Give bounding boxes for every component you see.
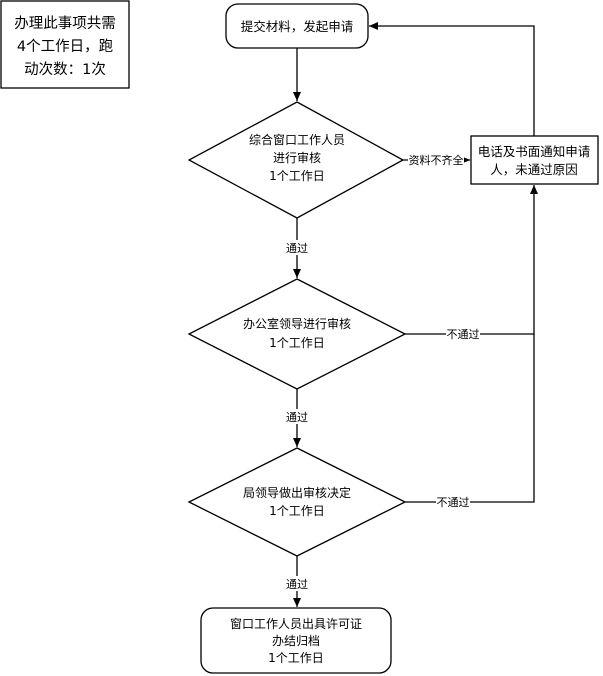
edge-review2-to-notify — [405, 185, 538, 335]
review3-line-1: 局领导做出审核决定 — [243, 485, 351, 500]
end-line-1: 窗口工作人员出具许可证 — [230, 617, 362, 631]
summary-note-line-1: 办理此事项共需 — [14, 15, 116, 32]
end-node: 窗口工作人员出具许可证 办结归档 1个工作日 — [200, 607, 392, 674]
review3-decision: 局领导做出审核决定 1个工作日 — [187, 447, 407, 557]
summary-note-line-2: 4个工作日，跑 — [17, 38, 113, 55]
notify-line-2: 人，未通过原因 — [490, 162, 578, 177]
start-node: 提交材料，发起申请 — [225, 3, 369, 49]
edge-label-bg-pass1 — [284, 240, 310, 255]
review1-line-3: 1个工作日 — [269, 169, 325, 183]
edge-label-pass3: 通过 — [286, 578, 308, 591]
notify-line-1: 电话及书面通知申请 — [478, 144, 591, 159]
edge-review3-to-notify — [405, 334, 535, 503]
review1-line-2: 进行审核 — [273, 150, 321, 165]
review2-line-1: 办公室领导进行审核 — [243, 316, 351, 331]
edge-label-bg-fail3 — [436, 494, 470, 509]
edge-label-bg-pass3 — [284, 576, 310, 591]
end-line-3: 1个工作日 — [268, 651, 324, 665]
end-line-2: 办结归档 — [272, 633, 320, 648]
edge-label-fail3: 不通过 — [437, 496, 470, 509]
edge-label-pass1: 通过 — [286, 242, 308, 255]
edge-notify-to-start — [369, 22, 535, 136]
review3-line-2: 1个工作日 — [269, 504, 325, 518]
notify-node: 电话及书面通知申请 人，未通过原因 — [470, 135, 599, 185]
review1-line-1: 综合窗口工作人员 — [249, 132, 345, 147]
edge-label-fail2: 不通过 — [447, 328, 480, 341]
edge-label-bg-incomplete — [408, 152, 464, 167]
edge-label-incomplete: 资料不齐全 — [409, 153, 464, 167]
summary-note: 办理此事项共需 4个工作日，跑 动次数：1次 — [0, 0, 130, 89]
start-node-label: 提交材料，发起申请 — [241, 19, 354, 34]
review1-decision: 综合窗口工作人员 进行审核 1个工作日 — [187, 101, 405, 219]
edge-label-bg-fail2 — [446, 326, 480, 341]
review2-line-2: 1个工作日 — [269, 336, 325, 350]
edge-label-bg-pass2 — [284, 409, 310, 424]
edge-label-pass2: 通过 — [286, 411, 308, 424]
review2-decision: 办公室领导进行审核 1个工作日 — [187, 278, 407, 390]
summary-note-line-3: 动次数：1次 — [24, 61, 106, 78]
